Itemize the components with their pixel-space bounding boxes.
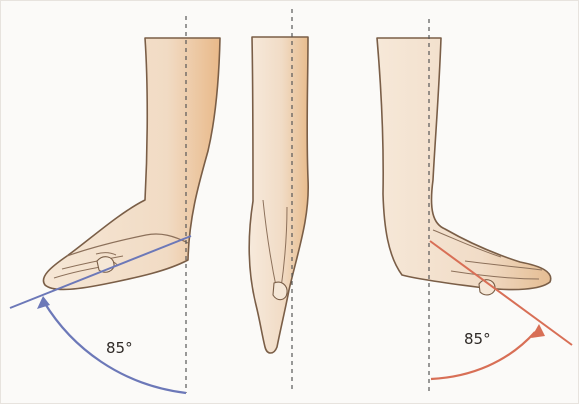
middle-thumb	[273, 282, 287, 300]
right-angle-label: 85°	[464, 330, 491, 348]
left-angle-label: 85°	[106, 339, 133, 357]
